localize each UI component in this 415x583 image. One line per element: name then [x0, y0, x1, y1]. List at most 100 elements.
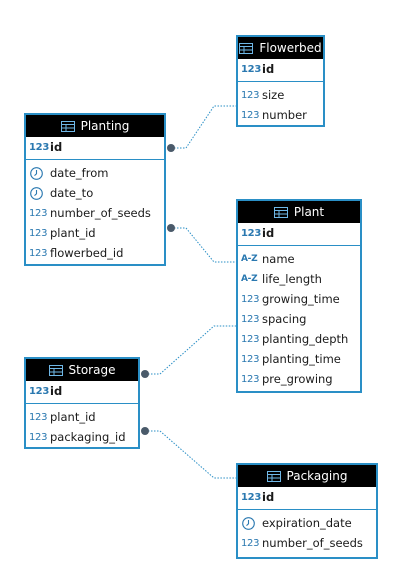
divider [26, 403, 138, 404]
column-row[interactable]: A-Z name [238, 249, 360, 269]
column-name: id [262, 490, 275, 504]
link-planting-plant [171, 227, 236, 263]
clock-icon [242, 516, 255, 530]
entity-title: Planting [80, 119, 130, 133]
table-icon [48, 364, 63, 376]
entity-header[interactable]: Storage [26, 359, 138, 381]
number-type-icon: 123 [241, 373, 260, 385]
number-type-icon: 123 [241, 313, 260, 325]
text-type-icon: A-Z [241, 274, 258, 284]
number-type-icon: 123 [241, 109, 260, 121]
column-name: planting_time [262, 352, 341, 366]
column-name: size [262, 88, 285, 102]
column-name: id [262, 62, 275, 76]
number-type-icon: 123 [241, 333, 260, 345]
link-storage-packaging [145, 430, 236, 479]
entity-title: Flowerbed [259, 41, 322, 55]
column-name: plant_id [50, 226, 96, 240]
connector-dot [167, 224, 175, 232]
column-name: packaging_id [50, 430, 126, 444]
column-name: number_of_seeds [262, 536, 363, 550]
link-planting-flowerbed [171, 105, 236, 149]
column-name: id [50, 140, 63, 154]
table-icon [60, 120, 75, 132]
number-type-icon: 123 [29, 227, 48, 239]
column-name: date_to [50, 186, 94, 200]
table-icon [273, 206, 288, 218]
column-name: pre_growing [262, 372, 333, 386]
number-type-icon: 123 [29, 247, 48, 259]
column-row[interactable]: date_from [26, 163, 164, 183]
entity-header[interactable]: Planting [26, 115, 164, 137]
column-row[interactable]: expiration_date [238, 513, 376, 533]
column-name: expiration_date [262, 516, 352, 530]
connector-dot [141, 427, 149, 435]
number-type-icon: 123 [29, 411, 48, 423]
entity-title: Plant [293, 205, 325, 219]
column-name: id [50, 384, 63, 398]
column-row[interactable]: date_to [26, 183, 164, 203]
table-icon [266, 470, 281, 482]
clock-icon [30, 186, 43, 200]
column-name: flowerbed_id [50, 246, 124, 260]
column-name: spacing [262, 312, 307, 326]
column-row[interactable]: A-Z life_length [238, 269, 360, 289]
table-icon [239, 42, 254, 54]
number-type-icon: 123 [29, 141, 49, 153]
column-name: id [262, 226, 275, 240]
number-type-icon: 123 [29, 385, 49, 397]
number-type-icon: 123 [241, 537, 260, 549]
clock-icon [30, 166, 43, 180]
entity-header[interactable]: Flowerbed [238, 37, 323, 59]
divider [238, 81, 323, 82]
entity-title: Storage [68, 363, 116, 377]
number-type-icon: 123 [29, 207, 48, 219]
column-name: growing_time [262, 292, 340, 306]
column-name: life_length [262, 272, 322, 286]
column-name: plant_id [50, 410, 96, 424]
connector-dot [141, 370, 149, 378]
number-type-icon: 123 [241, 63, 261, 75]
text-type-icon: A-Z [241, 254, 258, 264]
entity-header[interactable]: Plant [238, 201, 360, 223]
column-name: number_of_seeds [50, 206, 151, 220]
connector-dot [167, 144, 175, 152]
number-type-icon: 123 [241, 293, 260, 305]
entity-title: Packaging [286, 469, 348, 483]
link-storage-plant [145, 325, 236, 375]
number-type-icon: 123 [29, 431, 48, 443]
entity-header[interactable]: Packaging [238, 465, 376, 487]
column-name: planting_depth [262, 332, 349, 346]
column-name: name [262, 252, 295, 266]
number-type-icon: 123 [241, 491, 261, 503]
divider [26, 159, 164, 160]
column-name: number [262, 108, 307, 122]
number-type-icon: 123 [241, 89, 260, 101]
number-type-icon: 123 [241, 227, 261, 239]
divider [238, 245, 360, 246]
number-type-icon: 123 [241, 353, 260, 365]
